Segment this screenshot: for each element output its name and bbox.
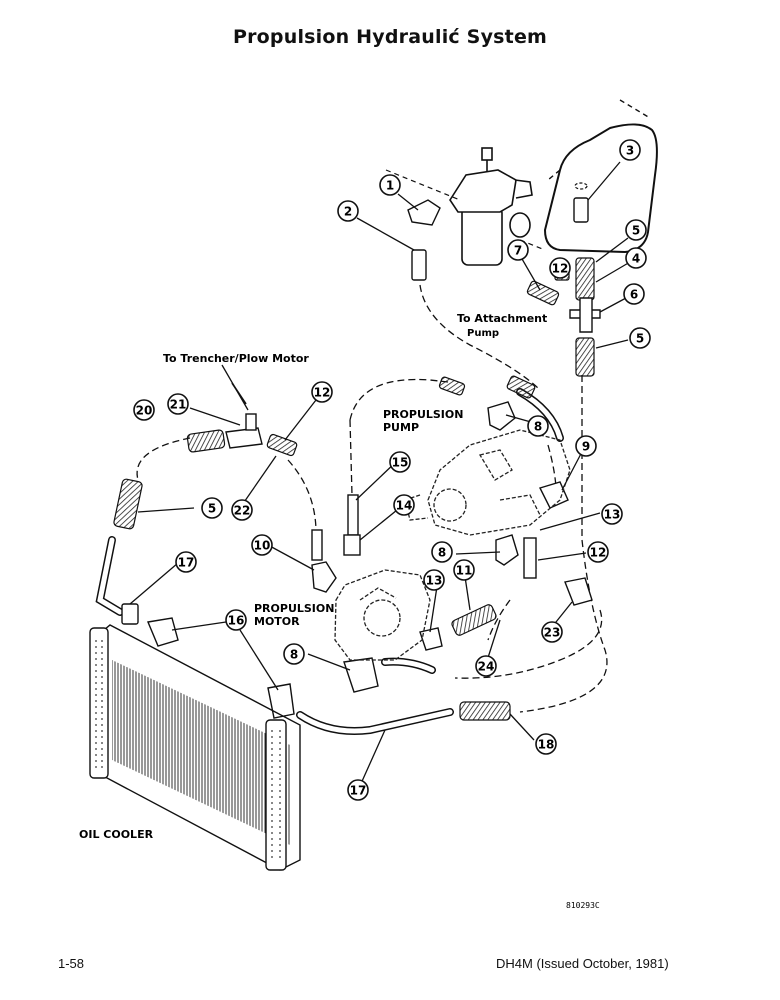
callout-number: 16 bbox=[228, 614, 245, 628]
oil-cooler bbox=[89, 624, 301, 871]
callout-circle bbox=[575, 435, 597, 457]
label-pump: PUMP bbox=[383, 421, 419, 434]
callout-number: 10 bbox=[254, 539, 271, 553]
callout-circle bbox=[629, 327, 651, 349]
callout-circle bbox=[347, 779, 369, 801]
callout-circle bbox=[167, 393, 189, 415]
callout-number: 4 bbox=[632, 252, 640, 266]
callout-number: 17 bbox=[350, 784, 367, 798]
callout-circle bbox=[601, 503, 623, 525]
label-attachment-pump: Pump bbox=[467, 328, 499, 339]
callout-number: 13 bbox=[426, 574, 443, 588]
leader-lines bbox=[129, 161, 631, 789]
callout-number: 3 bbox=[626, 144, 634, 158]
callout-number: 12 bbox=[314, 386, 331, 400]
callout-number: 15 bbox=[392, 456, 409, 470]
callout-number: 21 bbox=[170, 398, 187, 412]
page-number: 1-58 bbox=[58, 956, 85, 971]
callout-number: 11 bbox=[456, 564, 473, 578]
hydraulic-reservoir bbox=[543, 99, 658, 254]
hydraulic-filter bbox=[385, 147, 546, 266]
callout-circle bbox=[541, 621, 563, 643]
callout-circle bbox=[379, 174, 401, 196]
callout-number: 12 bbox=[590, 546, 607, 560]
callout-number: 6 bbox=[630, 288, 638, 302]
callout-circle bbox=[251, 534, 273, 556]
propulsion-pump bbox=[404, 429, 571, 536]
label-propulsion-motor: PROPULSION bbox=[254, 602, 334, 615]
callout-number: 14 bbox=[396, 499, 413, 513]
callout-number: 18 bbox=[538, 738, 555, 752]
callout-circle bbox=[549, 257, 571, 279]
callout-number: 8 bbox=[534, 420, 542, 434]
label-to-trencher: To Trencher/Plow Motor bbox=[163, 352, 309, 365]
callout-circle bbox=[231, 499, 253, 521]
page-title: Propulsion Hydraulić System bbox=[232, 26, 548, 48]
hoses bbox=[113, 257, 595, 721]
callout-circle bbox=[337, 200, 359, 222]
callout-circle bbox=[625, 219, 647, 241]
callout-circle bbox=[311, 381, 333, 403]
callout-circle bbox=[201, 497, 223, 519]
callout-circle bbox=[587, 541, 609, 563]
callout-number: 8 bbox=[290, 648, 298, 662]
propulsion-motor bbox=[334, 569, 431, 661]
callout-number: 1 bbox=[386, 179, 394, 193]
label-propulsion-pump: PROPULSION bbox=[383, 408, 463, 421]
callout-circle bbox=[133, 399, 155, 421]
callout-circle bbox=[431, 541, 453, 563]
callout-number: 2 bbox=[344, 205, 352, 219]
callout-circle bbox=[389, 451, 411, 473]
label-to-attachment: To Attachment bbox=[457, 312, 547, 325]
callout-circle bbox=[527, 415, 549, 437]
callout-number: 8 bbox=[438, 546, 446, 560]
callout-number: 5 bbox=[636, 332, 644, 346]
callout-circle bbox=[623, 283, 645, 305]
callout-circle bbox=[423, 569, 445, 591]
callout-circle bbox=[453, 559, 475, 581]
callout-number: 20 bbox=[136, 404, 153, 418]
callout-circle bbox=[475, 655, 497, 677]
callout-number: 9 bbox=[582, 440, 590, 454]
callout-circle bbox=[175, 551, 197, 573]
callout-number: 17 bbox=[178, 556, 195, 570]
callout-number: 24 bbox=[478, 660, 495, 674]
label-motor: MOTOR bbox=[254, 615, 300, 628]
doc-info: DH4M (Issued October, 1981) bbox=[496, 956, 669, 971]
callout-number: 5 bbox=[632, 224, 640, 238]
callout-circle bbox=[393, 494, 415, 516]
callout-number: 7 bbox=[514, 244, 522, 258]
callout-number: 22 bbox=[234, 504, 251, 518]
fittings bbox=[121, 197, 601, 719]
callout-number: 13 bbox=[604, 508, 621, 522]
callout-number: 5 bbox=[208, 502, 216, 516]
callout-circle bbox=[625, 247, 647, 269]
callout-circle bbox=[283, 643, 305, 665]
callout-number: 12 bbox=[552, 262, 569, 276]
drawing-number: 810293C bbox=[566, 901, 600, 910]
callout-number: 23 bbox=[544, 626, 561, 640]
label-oil-cooler: OIL COOLER bbox=[79, 828, 154, 841]
hydraulic-lines bbox=[136, 284, 608, 713]
callout-circle bbox=[507, 239, 529, 261]
callout-circle bbox=[535, 733, 557, 755]
rigid-tubes bbox=[95, 388, 564, 735]
callout-circle bbox=[619, 139, 641, 161]
callout-circle bbox=[225, 609, 247, 631]
